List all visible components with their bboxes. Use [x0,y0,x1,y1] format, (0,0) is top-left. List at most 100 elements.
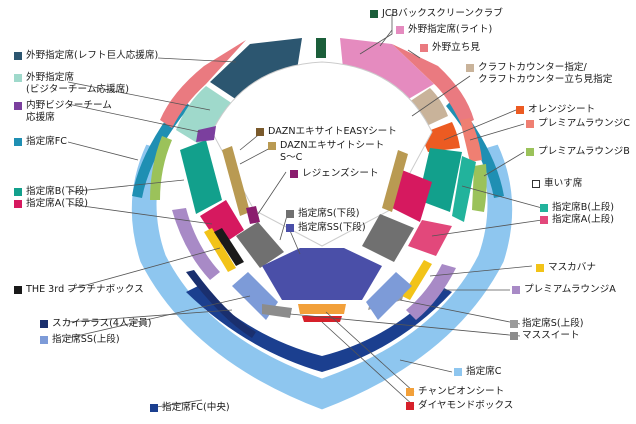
area-premium-a-right[interactable] [406,264,456,320]
label-gaiya-visitor: 外野指定席 (ビジターチーム応援席) [14,72,129,96]
swatch [14,52,22,60]
area-a-up-right[interactable] [408,220,452,256]
label-premium-a: プレミアムラウンジA [512,284,616,296]
label-premium-b: プレミアムラウンジB [526,146,630,158]
swatch [286,224,294,232]
area-premium-b-left[interactable] [150,136,172,200]
label-fc-center: 指定席FC(中央) [150,402,230,414]
swatch [286,210,294,218]
label-jcb: JCBバックスクリーンクラブ [370,8,503,20]
label-masu-bana: マスカバナ [536,262,596,274]
label-c: 指定席C [454,366,501,378]
area-premium-a-left[interactable] [172,208,220,280]
swatch [14,138,22,146]
swatch [14,188,22,196]
swatch [256,128,264,136]
swatch [396,26,404,34]
swatch [454,368,462,376]
area-gaiya-right[interactable] [340,38,434,104]
label-dazn-sc: DAZNエキサイトシート S〜C [268,140,384,164]
swatch [150,404,158,412]
label-ss-up: 指定席SS(上段) [40,334,120,346]
swatch [540,204,548,212]
swatch [516,106,524,114]
area-legends-left[interactable] [246,206,260,224]
area-masu-suite[interactable] [262,304,292,318]
area-ss-low[interactable] [262,248,382,300]
label-gaiya-right: 外野指定席(ライト) [396,24,492,36]
area-a-low-left[interactable] [200,200,244,246]
swatch [540,216,548,224]
area-s-low-right[interactable] [362,214,414,262]
label-sky-terrace: スカイテラス(4人定員) [40,318,152,330]
swatch [40,336,48,344]
label-b-low: 指定席B(下段) [14,186,88,198]
area-3rd-platinum[interactable] [214,228,244,266]
area-champion[interactable] [298,304,346,314]
label-a-up: 指定席A(上段) [540,214,614,226]
area-b-low-left[interactable] [180,140,222,214]
area-b-up-right[interactable] [452,156,476,222]
label-a-low: 指定席A(下段) [14,198,88,210]
label-legends: レジェンズシート [290,168,379,180]
label-champion: チャンピオンシート [406,386,504,398]
swatch [406,388,414,396]
swatch [420,44,428,52]
label-naiya-visitor: 内野ビジターチーム 応援席 [14,100,112,124]
label-dazn-easy: DAZNエキサイトEASYシート [256,126,397,138]
label-fc: 指定席FC [14,136,67,148]
area-premium-b-right[interactable] [472,164,487,212]
area-shitei-c[interactable] [130,143,514,411]
swatch [268,142,276,150]
label-b-up: 指定席B(上段) [540,202,614,214]
area-gaiya-tachi-right[interactable] [392,44,474,126]
area-gaiya-left[interactable] [210,38,302,102]
area-jcb[interactable] [316,38,326,58]
label-s-up: 指定席S(上段) [510,318,584,330]
area-masu-bana-right[interactable] [402,260,432,300]
swatch [510,332,518,340]
swatch [526,120,534,128]
area-b-low-right[interactable] [418,148,462,212]
label-orange: オレンジシート [516,104,595,116]
swatch [14,286,22,294]
swatch [512,286,520,294]
swatch [40,320,48,328]
area-orange[interactable] [420,122,460,152]
swatch [526,148,534,156]
area-shitei-fc-left[interactable] [132,98,190,198]
swatch [510,320,518,328]
label-diamond: ダイヤモンドボックス [406,400,513,412]
label-craft: クラフトカウンター指定/ クラフトカウンター立ち見指定 [466,62,612,86]
swatch [370,10,378,18]
area-masu-bana-left[interactable] [204,228,236,272]
label-gaiya-left: 外野指定席(レフト巨人応援席) [14,50,158,62]
label-ss-low: 指定席SS(下段) [286,222,366,234]
area-gaiya-visitor[interactable] [176,86,236,146]
label-wheelchair: 車いす席 [532,178,582,190]
label-gaiya-tachi: 外野立ち見 [420,42,480,54]
swatch [14,74,22,82]
label-3rd-platinum: THE 3rd プラチナボックス [14,284,144,296]
label-masu-suite: マススイート [510,330,580,342]
swatch [536,264,544,272]
area-sky-terrace[interactable] [186,270,256,338]
area-dazn-left[interactable] [222,146,250,216]
swatch [406,402,414,410]
area-visitor-infield[interactable] [196,126,216,142]
swatch [532,180,540,188]
label-s-low: 指定席S(下段) [286,208,360,220]
area-a-low-right[interactable] [392,170,432,222]
label-premium-c: プレミアムラウンジC [526,118,630,130]
leader-lines [67,14,543,409]
swatch [14,102,22,110]
swatch [466,64,474,72]
area-s-low-left[interactable] [236,222,284,268]
area-dazn-right[interactable] [382,150,408,212]
area-ss-up-right[interactable] [366,272,412,320]
area-gaiya-tachi-left[interactable] [160,40,246,128]
swatch [290,170,298,178]
swatch [14,200,22,208]
